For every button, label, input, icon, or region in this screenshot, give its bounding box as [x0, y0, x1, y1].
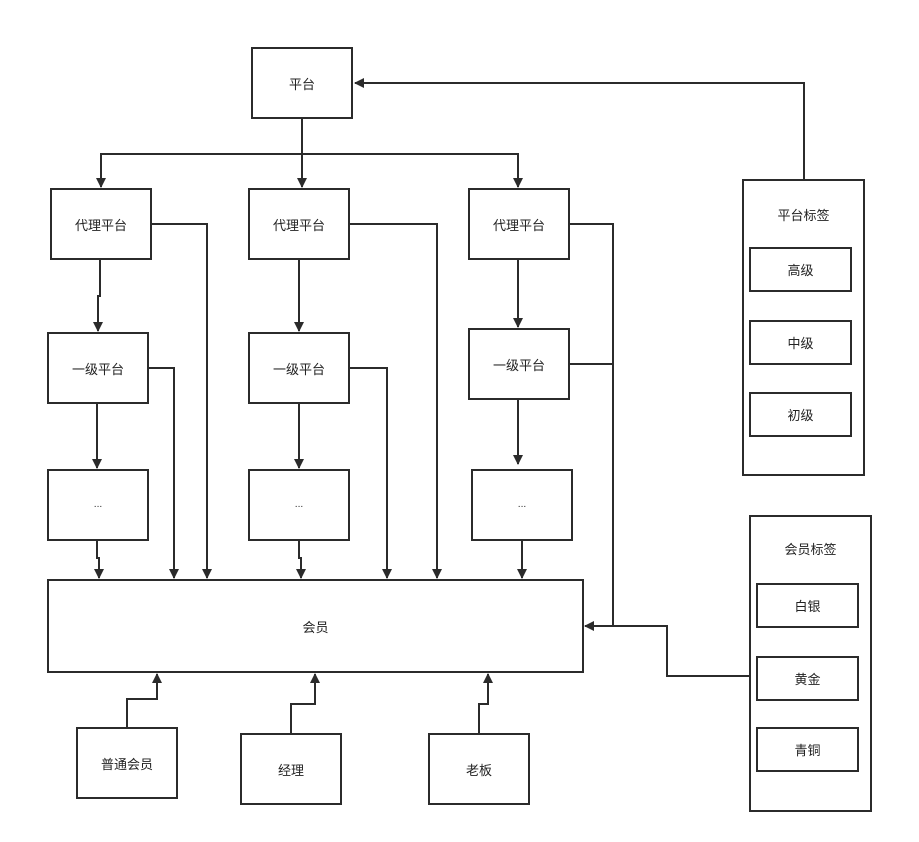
manager-node: 经理 — [240, 733, 342, 805]
level1-platform-node-1: 一级平台 — [47, 332, 149, 404]
member-tag-label: 青铜 — [794, 744, 821, 759]
edge-boss-member — [478, 673, 493, 734]
agent-platform-node-3: 代理平台 — [468, 188, 570, 260]
level1-platform-label: 一级平台 — [492, 358, 545, 374]
edge-agent1-level1 — [93, 259, 103, 332]
ellipsis-label: ... — [294, 500, 304, 510]
level1-platform-label: 一级平台 — [71, 362, 124, 378]
platform-tag-mid: 中级 — [749, 320, 852, 365]
platform-tag-label: 初级 — [787, 409, 814, 424]
agent-platform-label: 代理平台 — [272, 218, 325, 234]
edge-agent1-member — [151, 223, 212, 579]
edge-agent2-member — [349, 223, 442, 579]
ellipsis-node-1: ... — [47, 469, 149, 541]
platform-node: 平台 — [251, 47, 353, 119]
level1-platform-node-2: 一级平台 — [248, 332, 350, 404]
platform-tag-label: 高级 — [787, 264, 814, 279]
ellipsis-label: ... — [93, 500, 103, 510]
member-tag-bronze: 青铜 — [756, 727, 859, 772]
agent-platform-node-2: 代理平台 — [248, 188, 350, 260]
edge-agent3-merge — [569, 223, 614, 626]
regular-member-label: 普通会员 — [100, 757, 153, 773]
agent-platform-label: 代理平台 — [74, 218, 127, 234]
member-node: 会员 — [47, 579, 584, 673]
member-tag-label: 黄金 — [794, 673, 821, 688]
ellipsis-node-2: ... — [248, 469, 350, 541]
edge-platform-agent-1 — [96, 118, 303, 188]
agent-platform-label: 代理平台 — [492, 218, 545, 234]
boss-node: 老板 — [428, 733, 530, 805]
level1-platform-node-3: 一级平台 — [468, 328, 570, 400]
platform-tag-low: 初级 — [749, 392, 852, 437]
edge-member-tags-member — [613, 625, 750, 677]
edge-platform-tags-platform — [354, 78, 805, 180]
edge-level1-2-member — [349, 367, 392, 579]
member-label: 会员 — [302, 620, 329, 636]
edge-manager-member — [290, 673, 320, 734]
level1-platform-label: 一级平台 — [272, 362, 325, 378]
edge-dots-1-member — [94, 540, 104, 579]
edge-regular-member — [126, 673, 162, 728]
platform-label: 平台 — [288, 77, 315, 93]
platform-tags-title: 平台标签 — [777, 209, 830, 224]
edge-level1-1-member — [148, 367, 179, 579]
platform-tag-label: 中级 — [787, 337, 814, 352]
member-tags-title: 会员标签 — [784, 543, 837, 558]
platform-tag-high: 高级 — [749, 247, 852, 292]
edge-platform-agent-3 — [302, 153, 523, 188]
ellipsis-node-3: ... — [471, 469, 573, 541]
boss-label: 老板 — [465, 763, 492, 779]
edge-dots-2-member — [296, 540, 306, 579]
manager-label: 经理 — [277, 763, 304, 779]
member-tag-label: 白银 — [794, 600, 821, 615]
regular-member-node: 普通会员 — [76, 727, 178, 799]
member-tag-gold: 黄金 — [756, 656, 859, 701]
member-tag-silver: 白银 — [756, 583, 859, 628]
agent-platform-node-1: 代理平台 — [50, 188, 152, 260]
ellipsis-label: ... — [517, 500, 527, 510]
